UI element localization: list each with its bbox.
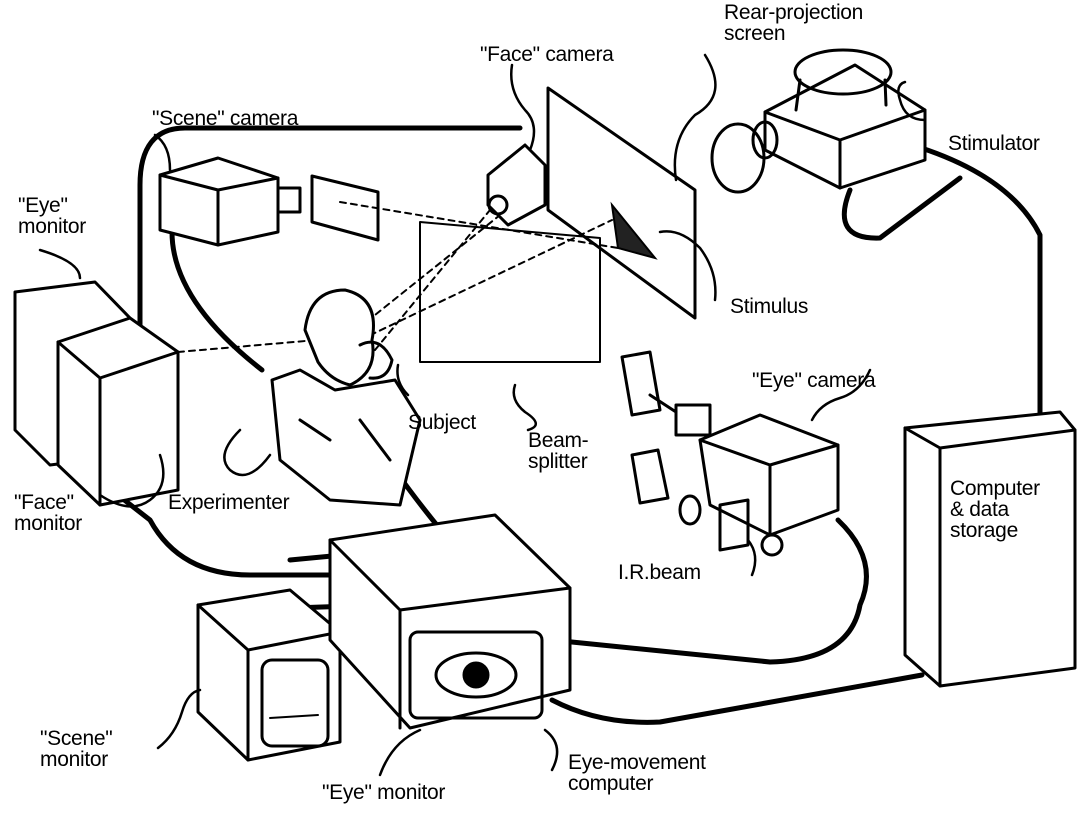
stimulator-device: [712, 50, 925, 192]
computer-storage-cabinet: [905, 412, 1075, 686]
cable-stimulator-low: [844, 178, 960, 238]
beam-splitter-plane: [420, 222, 600, 362]
eye-camera-label: "Eye" camera: [752, 370, 875, 391]
stimulator-label: Stimulator: [948, 133, 1040, 154]
scene-monitor-label: "Scene" monitor: [40, 728, 112, 770]
cable-to-storage: [552, 675, 922, 722]
subject-label: Subject: [408, 412, 476, 433]
experimenter-label: Experimenter: [168, 492, 289, 513]
scene-camera: [160, 158, 378, 245]
eye-monitor-top-label: "Eye" monitor: [18, 195, 86, 237]
computer-storage-label: Computer & data storage: [950, 478, 1040, 541]
rear-projection-screen: [548, 88, 695, 318]
eye-movement-computer-device: [330, 515, 570, 728]
scene-monitor-device: [198, 590, 340, 760]
eye-movement-computer-label: Eye-movement computer: [568, 752, 706, 794]
face-camera: [488, 145, 545, 225]
stimulus-label: Stimulus: [730, 296, 808, 317]
eye-monitor-bottom-label: "Eye" monitor: [322, 782, 445, 803]
eye-and-face-monitors: [15, 282, 178, 505]
scene-camera-label: "Scene" camera: [152, 108, 298, 129]
face-monitor-label: "Face" monitor: [14, 492, 82, 534]
beam-splitter-label: Beam- splitter: [528, 430, 588, 472]
cable-stimulator: [912, 145, 1040, 430]
face-camera-label: "Face" camera: [480, 44, 614, 65]
ir-beam-label: I.R.beam: [618, 562, 701, 583]
cable-eye-camera: [552, 520, 866, 662]
rear-projection-screen-label: Rear-projection screen: [724, 2, 863, 44]
